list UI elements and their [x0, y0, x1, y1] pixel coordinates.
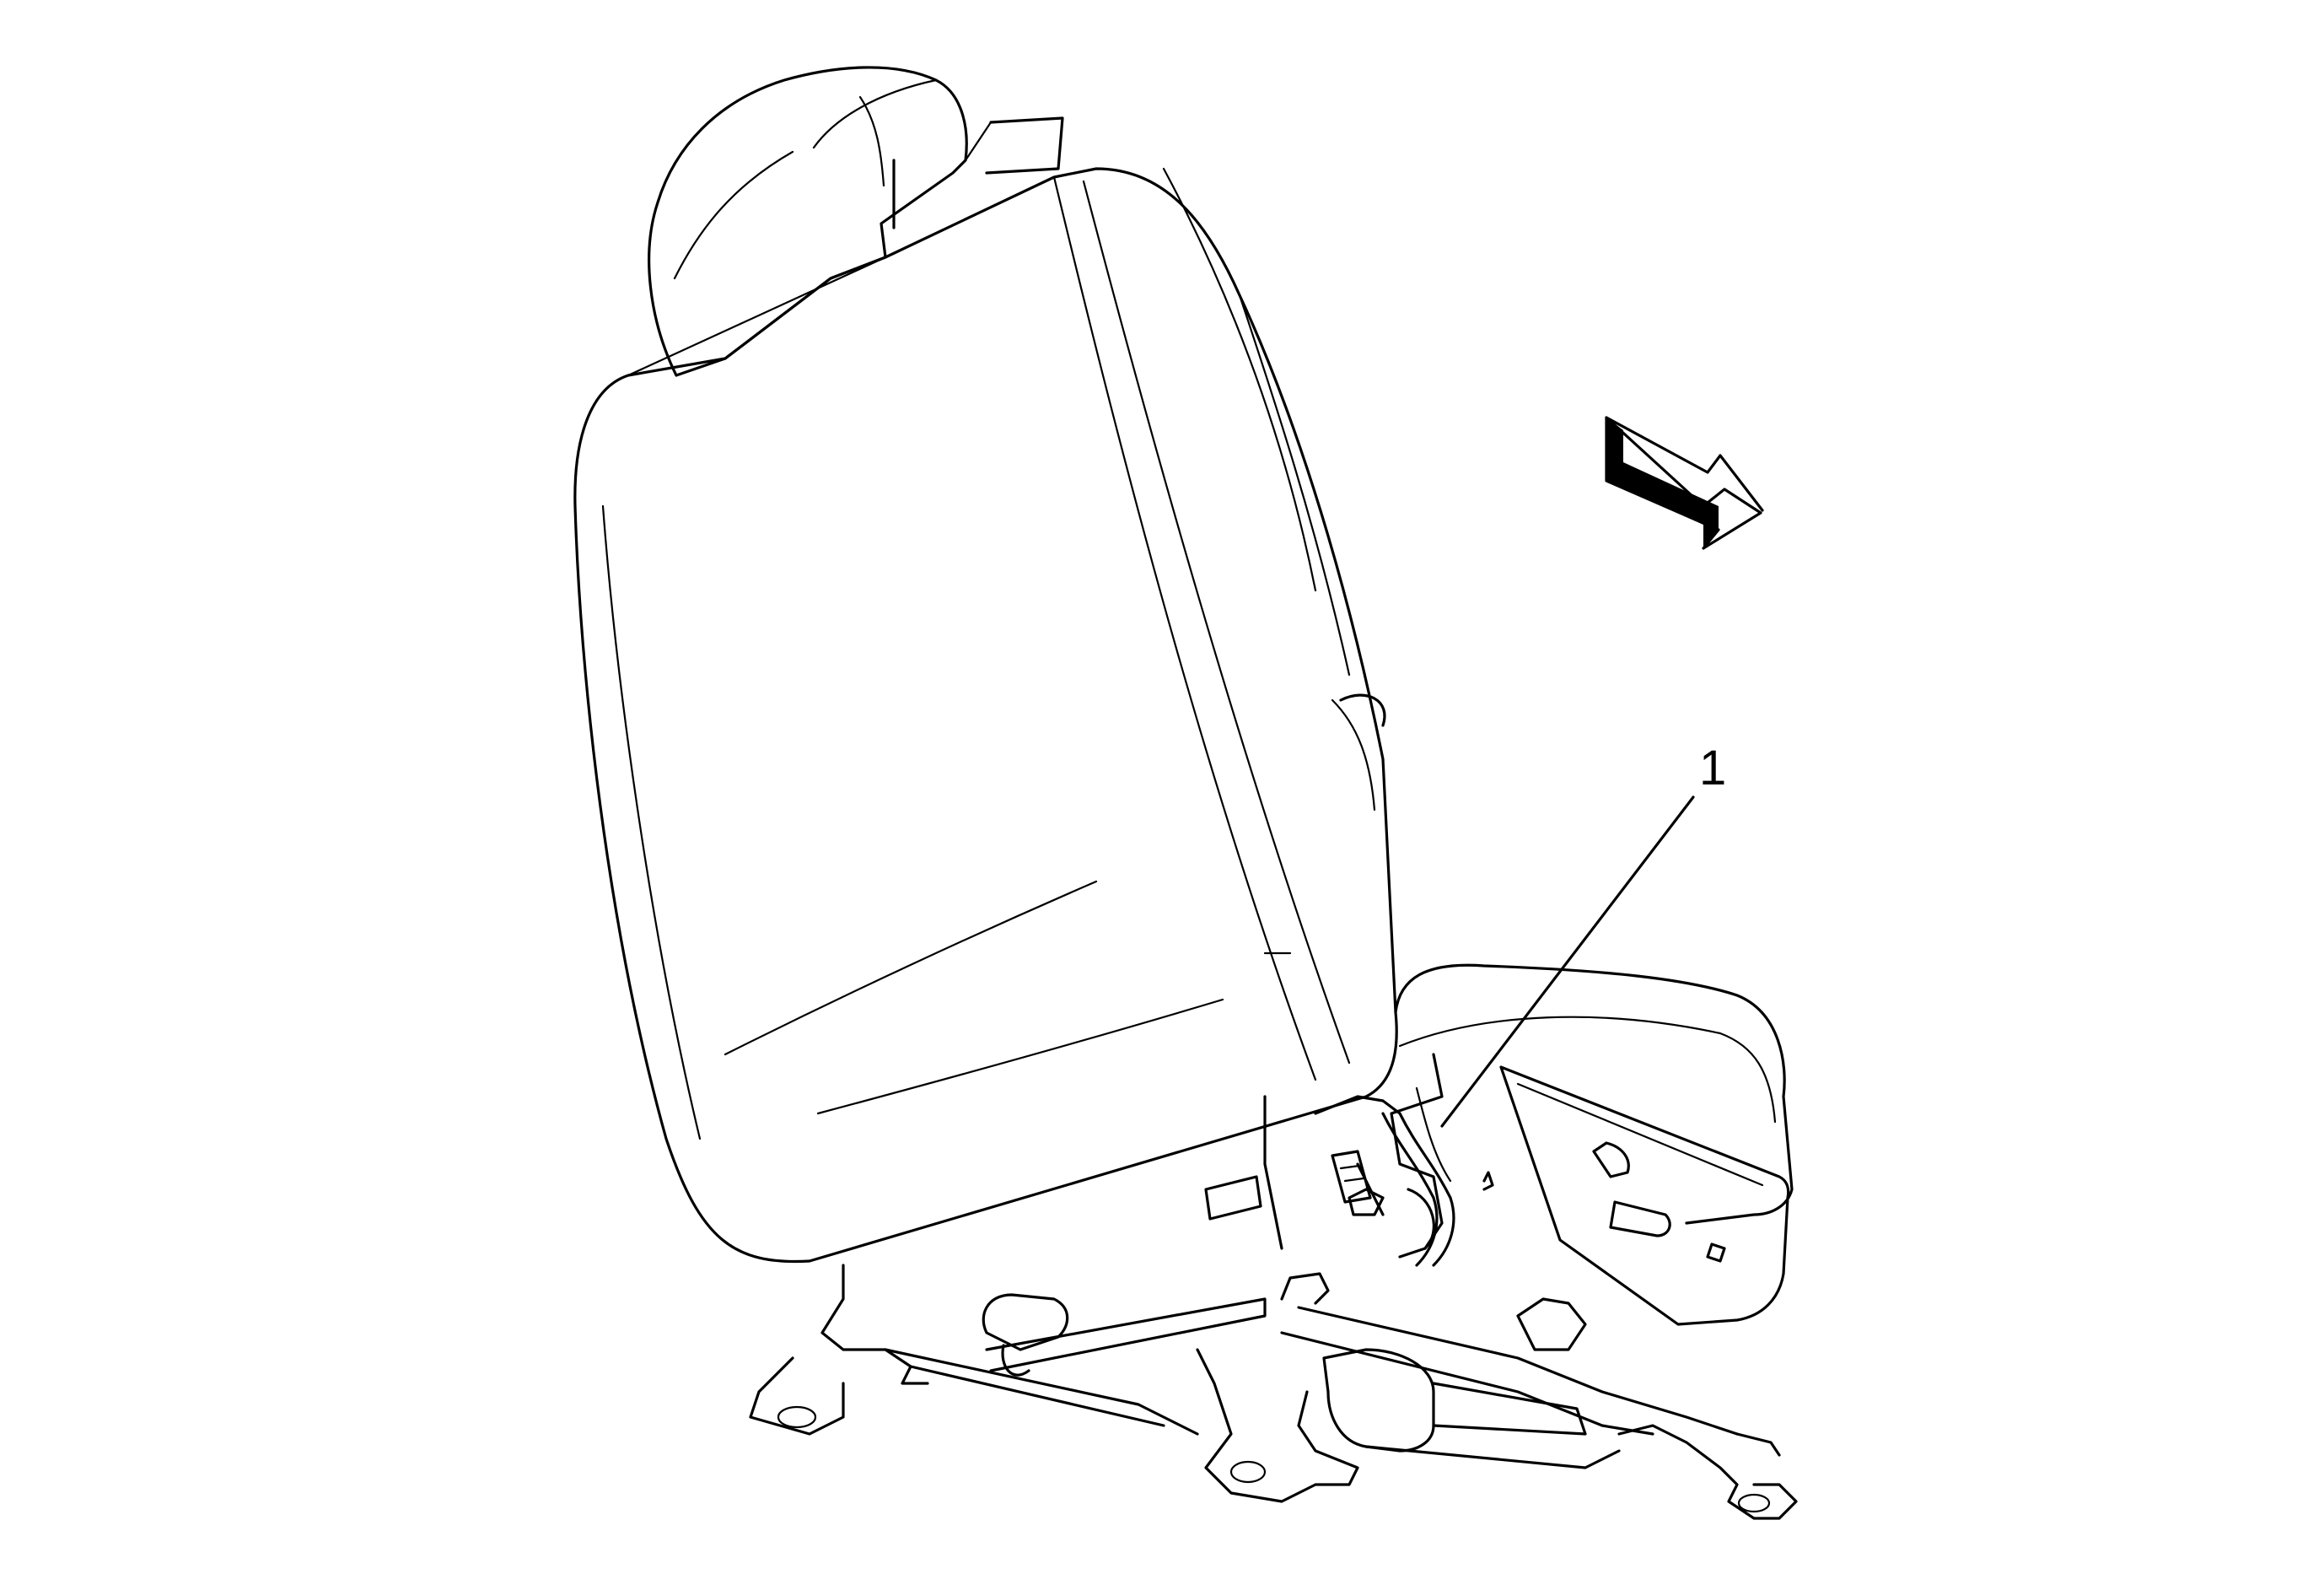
- forward-direction-arrow-icon: [1605, 416, 1764, 550]
- seat-back: [573, 167, 1398, 1264]
- seat-wiring-harness: [1314, 1095, 1494, 1267]
- seat-frame: [749, 1053, 1798, 1520]
- callout-1: 1: [1440, 741, 1726, 1128]
- callout-label-1: 1: [1699, 741, 1726, 795]
- callout-leader-line: [1440, 795, 1695, 1128]
- headrest: [648, 66, 1064, 377]
- seat-cushion: [1394, 963, 1794, 1326]
